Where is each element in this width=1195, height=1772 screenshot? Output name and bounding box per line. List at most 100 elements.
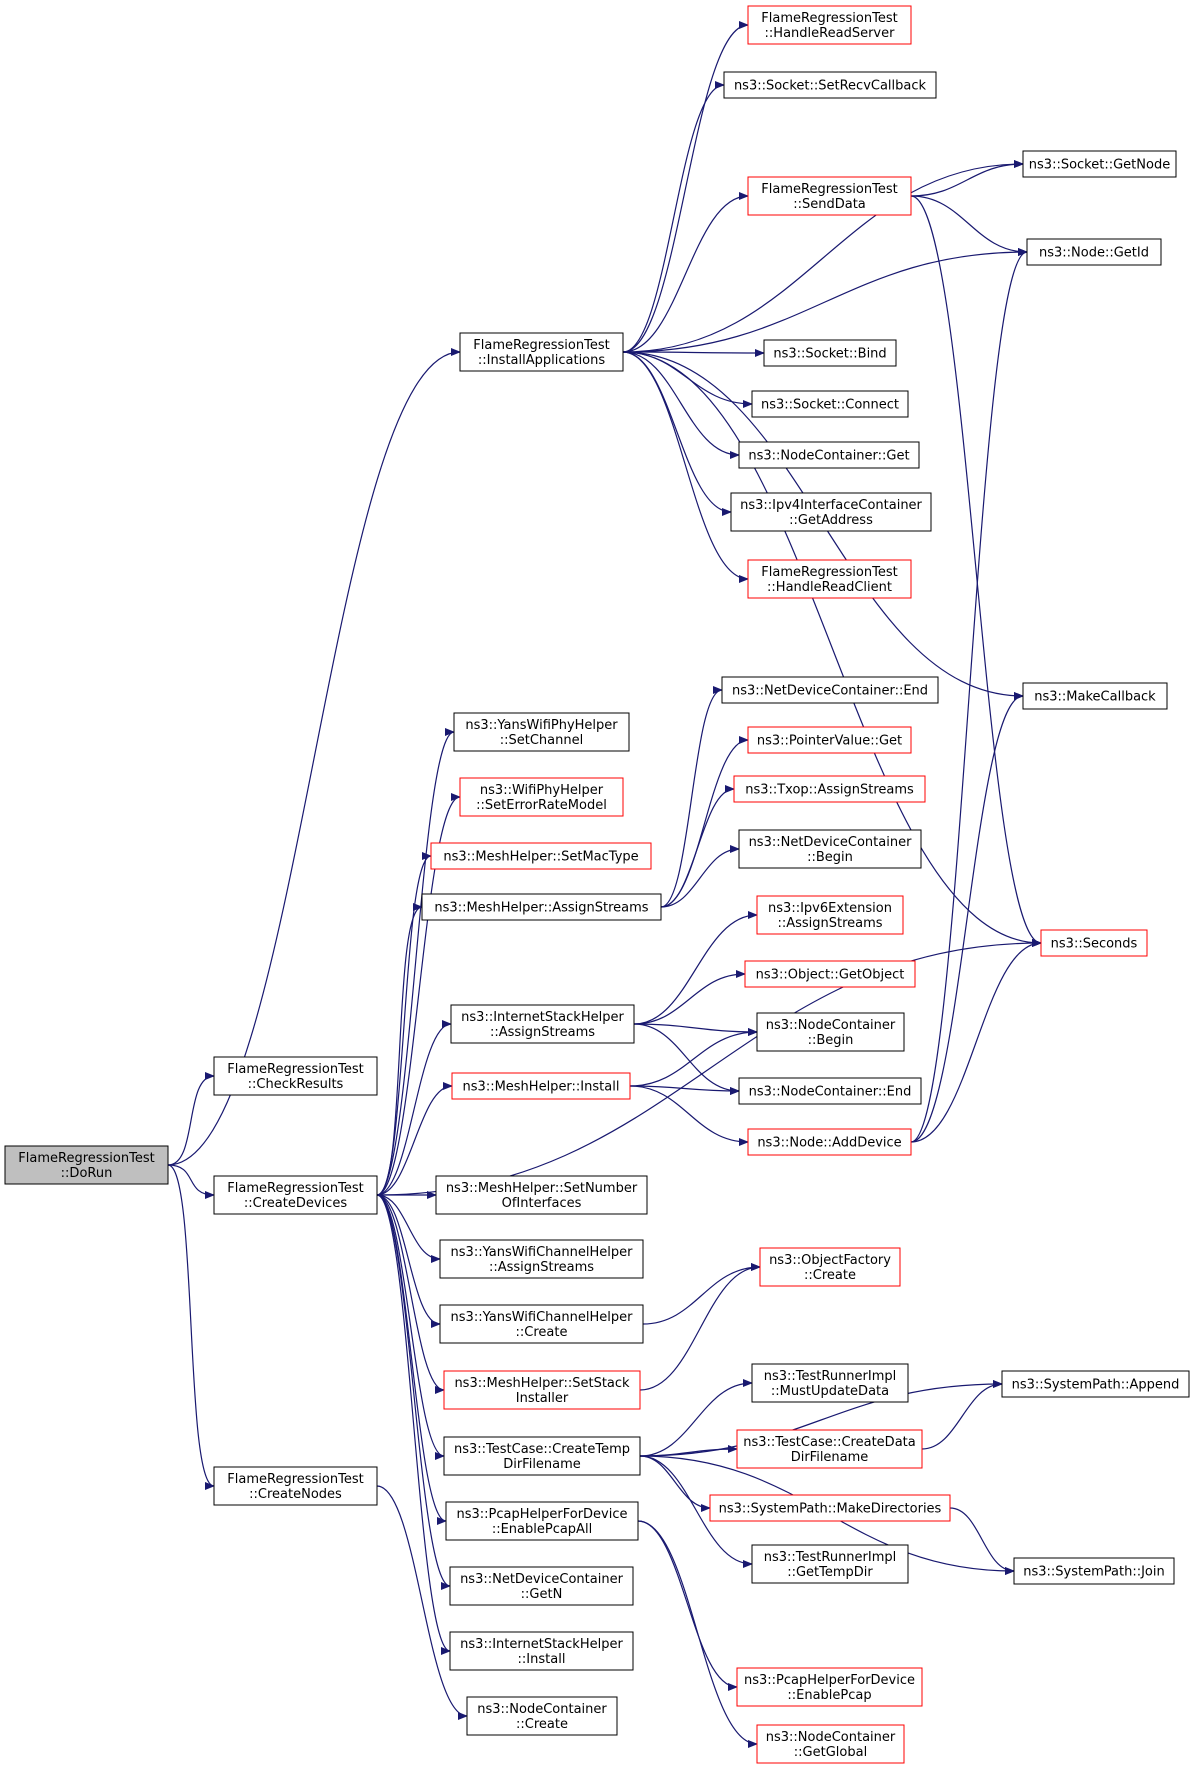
edge-createtempdir-to-createdatadir	[639, 1445, 738, 1457]
edge-installapps-to-ncget	[622, 351, 740, 459]
node-createdevices[interactable]: FlameRegressionTest::CreateDevices	[213, 1175, 378, 1215]
edge-meshassign-to-ndcbegin	[660, 845, 740, 908]
node-label-line: ns3::Txop::AssignStreams	[745, 783, 914, 798]
node-box	[1022, 150, 1177, 178]
node-label-line: ns3::MeshHelper::Install	[463, 1080, 620, 1095]
edge-createdevices-to-createtempdir	[376, 1194, 445, 1460]
node-label-line: ns3::Seconds	[1051, 937, 1138, 952]
edge-dorun-to-createdevices	[167, 1164, 215, 1199]
node-ncgetglobal[interactable]: ns3::NodeContainer::GetGlobal	[756, 1724, 905, 1764]
node-box	[751, 390, 909, 418]
node-installapps[interactable]: FlameRegressionTest::InstallApplications	[459, 332, 624, 372]
node-box	[747, 1128, 912, 1156]
node-meshsetmac[interactable]: ns3::MeshHelper::SetMacType	[430, 842, 652, 870]
node-label-line: ns3::Ipv4InterfaceContainer	[740, 498, 922, 513]
edge-createdatadir-to-spappend	[921, 1380, 1003, 1450]
nodes-layer: FlameRegressionTest::DoRunFlameRegressio…	[4, 5, 1190, 1764]
node-meshassign[interactable]: ns3::MeshHelper::AssignStreams	[421, 893, 662, 921]
node-yanschcreate[interactable]: ns3::YansWifiChannelHelper::Create	[439, 1304, 644, 1344]
node-label-line: ::Create	[516, 1717, 568, 1732]
node-label-line: ns3::Object::GetObject	[756, 968, 905, 983]
node-senddata[interactable]: FlameRegressionTest::SendData	[747, 176, 912, 216]
node-objgetobject[interactable]: ns3::Object::GetObject	[744, 960, 916, 988]
node-label-line: ::CreateNodes	[249, 1487, 342, 1502]
node-label-line: ::GetTempDir	[787, 1565, 873, 1580]
node-isassign[interactable]: ns3::InternetStackHelper::AssignStreams	[450, 1004, 635, 1044]
node-box	[1013, 1557, 1175, 1585]
node-seconds[interactable]: ns3::Seconds	[1040, 929, 1148, 957]
node-setrecvcallback[interactable]: ns3::Socket::SetRecvCallback	[723, 71, 937, 99]
edge-createdevices-to-seconds	[376, 939, 1042, 1196]
node-label-line: ::SendData	[793, 197, 866, 212]
node-label-line: ns3::TestRunnerImpl	[764, 1550, 897, 1565]
node-objfactcreate[interactable]: ns3::ObjectFactory::Create	[759, 1247, 901, 1287]
edge-createdevices-to-pcapenableall	[376, 1194, 447, 1525]
node-makecallback[interactable]: ns3::MakeCallback	[1022, 682, 1168, 710]
node-wifiseterrorrate[interactable]: ns3::WifiPhyHelper::SetErrorRateModel	[459, 777, 624, 817]
node-yanschassign[interactable]: ns3::YansWifiChannelHelper::AssignStream…	[439, 1239, 644, 1279]
node-label-line: ns3::YansWifiPhyHelper	[465, 718, 618, 733]
node-pointerget[interactable]: ns3::PointerValue::Get	[747, 726, 912, 754]
node-ndcbegin[interactable]: ns3::NetDeviceContainer::Begin	[738, 829, 922, 869]
node-box	[738, 441, 920, 469]
node-mustupdate[interactable]: ns3::TestRunnerImpl::MustUpdateData	[751, 1363, 909, 1403]
node-label-line: ns3::MeshHelper::SetNumber	[446, 1181, 638, 1196]
node-spmakedirs[interactable]: ns3::SystemPath::MakeDirectories	[709, 1494, 951, 1522]
node-label-line: ns3::SystemPath::MakeDirectories	[719, 1502, 942, 1517]
node-meshinstall[interactable]: ns3::MeshHelper::Install	[451, 1072, 631, 1100]
edge-createdevices-to-yanschcreate	[376, 1194, 441, 1328]
node-checkresults[interactable]: FlameRegressionTest::CheckResults	[213, 1056, 378, 1096]
node-label-line: ::AssignStreams	[777, 916, 882, 931]
node-dorun[interactable]: FlameRegressionTest::DoRun	[4, 1145, 169, 1185]
node-box	[213, 1466, 378, 1506]
node-isinstall[interactable]: ns3::InternetStackHelper::Install	[449, 1631, 634, 1671]
node-socketgetnode[interactable]: ns3::Socket::GetNode	[1022, 150, 1177, 178]
edge-createtempdir-to-spappend	[639, 1380, 1003, 1457]
node-label-line: FlameRegressionTest	[18, 1151, 154, 1166]
node-adddevice[interactable]: ns3::Node::AddDevice	[747, 1128, 912, 1156]
node-box	[756, 895, 904, 935]
node-nodegetid[interactable]: ns3::Node::GetId	[1026, 238, 1162, 266]
node-box	[736, 1429, 923, 1469]
node-ipv6assign[interactable]: ns3::Ipv6Extension::AssignStreams	[756, 895, 904, 935]
node-box	[1001, 1370, 1190, 1398]
node-label-line: ::GetAddress	[789, 513, 873, 528]
node-socketbind[interactable]: ns3::Socket::Bind	[763, 339, 897, 367]
edge-dorun-to-checkresults	[167, 1072, 215, 1166]
node-label-line: ::Create	[804, 1268, 856, 1283]
node-box	[421, 893, 662, 921]
node-ipv4getaddress[interactable]: ns3::Ipv4InterfaceContainer::GetAddress	[730, 492, 932, 532]
node-nccreate[interactable]: ns3::NodeContainer::Create	[466, 1696, 618, 1736]
node-createnodes[interactable]: FlameRegressionTest::CreateNodes	[213, 1466, 378, 1506]
node-pcapenable[interactable]: ns3::PcapHelperForDevice::EnablePcap	[736, 1667, 923, 1707]
node-socketconnect[interactable]: ns3::Socket::Connect	[751, 390, 909, 418]
node-yanssetchannel[interactable]: ns3::YansWifiPhyHelper::SetChannel	[453, 712, 630, 752]
node-pcapenableall[interactable]: ns3::PcapHelperForDevice::EnablePcapAll	[445, 1501, 639, 1541]
node-box	[723, 71, 937, 99]
node-box	[450, 1004, 635, 1044]
node-handlereadclient[interactable]: FlameRegressionTest::HandleReadClient	[747, 559, 912, 599]
edge-senddata-to-socketgetnode	[910, 160, 1024, 197]
node-handlereadserver[interactable]: FlameRegressionTest::HandleReadServer	[747, 5, 912, 45]
node-box	[449, 1631, 634, 1671]
node-ndcgetn[interactable]: ns3::NetDeviceContainer::GetN	[449, 1566, 634, 1606]
node-box	[747, 5, 912, 45]
node-spjoin[interactable]: ns3::SystemPath::Join	[1013, 1557, 1175, 1585]
node-label-line: ns3::NodeContainer	[766, 1018, 896, 1033]
node-box	[751, 1544, 909, 1584]
node-label-line: OfInterfaces	[502, 1196, 582, 1211]
node-label-line: ::GetN	[521, 1587, 563, 1602]
node-spappend[interactable]: ns3::SystemPath::Append	[1001, 1370, 1190, 1398]
node-ncend[interactable]: ns3::NodeContainer::End	[738, 1077, 922, 1105]
node-box	[730, 492, 932, 532]
node-ncget[interactable]: ns3::NodeContainer::Get	[738, 441, 920, 469]
node-txopassign[interactable]: ns3::Txop::AssignStreams	[733, 775, 926, 803]
node-gettempdir[interactable]: ns3::TestRunnerImpl::GetTempDir	[751, 1544, 909, 1584]
node-ndcend[interactable]: ns3::NetDeviceContainer::End	[721, 676, 939, 704]
node-ncbegin[interactable]: ns3::NodeContainer::Begin	[756, 1012, 905, 1052]
